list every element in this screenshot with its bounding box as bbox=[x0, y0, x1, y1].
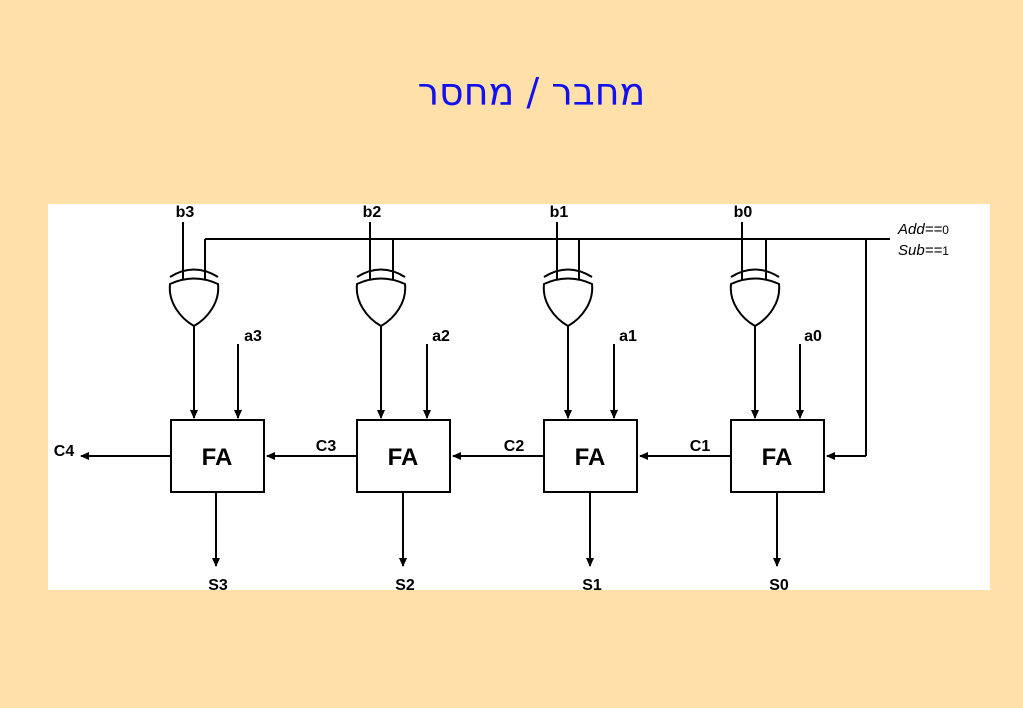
carry-c4: C4 bbox=[54, 443, 75, 460]
svg-text:FA: FA bbox=[388, 444, 419, 471]
carry-c2: C2 bbox=[504, 438, 525, 455]
svg-text:FA: FA bbox=[575, 444, 606, 471]
input-b0: b0 bbox=[734, 204, 753, 221]
add-label: Add==0 bbox=[897, 221, 949, 238]
stage-3: b3 a3 FA S3 bbox=[168, 204, 265, 590]
carry-c3: C3 bbox=[316, 438, 337, 455]
control-line bbox=[204, 238, 890, 460]
input-a1: a1 bbox=[619, 328, 637, 345]
full-adder-0 bbox=[730, 419, 825, 493]
input-b2: b2 bbox=[363, 204, 382, 221]
output-s1: S1 bbox=[582, 577, 602, 590]
output-s0: S0 bbox=[769, 577, 789, 590]
carry-chain: C1 C2 C3 C4 bbox=[54, 438, 731, 460]
xor-gate-2 bbox=[355, 268, 407, 328]
adder-subtractor-diagram: Add==0 Sub==1 b3 a3 FA S3 b2 a2 FA S2 bbox=[48, 204, 990, 590]
svg-text:FA: FA bbox=[762, 444, 793, 471]
full-adder-3 bbox=[170, 419, 265, 493]
input-a0: a0 bbox=[804, 328, 822, 345]
output-s2: S2 bbox=[395, 577, 415, 590]
xor-gate-3 bbox=[168, 268, 220, 328]
input-a2: a2 bbox=[432, 328, 450, 345]
stage-0: b0 a0 FA S0 bbox=[729, 204, 825, 590]
xor-gate-0 bbox=[729, 268, 781, 328]
input-a3: a3 bbox=[244, 328, 262, 345]
control-labels: Add==0 Sub==1 bbox=[897, 221, 949, 259]
svg-text:FA: FA bbox=[202, 444, 233, 471]
sub-label: Sub==1 bbox=[898, 242, 949, 259]
carry-c1: C1 bbox=[690, 438, 711, 455]
slide-title: מחבר / מחסר bbox=[417, 70, 646, 114]
input-b1: b1 bbox=[550, 204, 569, 221]
stage-2: b2 a2 FA S2 bbox=[355, 204, 451, 590]
input-b3: b3 bbox=[176, 204, 195, 221]
full-adder-1 bbox=[543, 419, 638, 493]
output-s3: S3 bbox=[208, 577, 228, 590]
stage-1: b1 a1 FA S1 bbox=[542, 204, 638, 590]
xor-gate-1 bbox=[542, 268, 594, 328]
